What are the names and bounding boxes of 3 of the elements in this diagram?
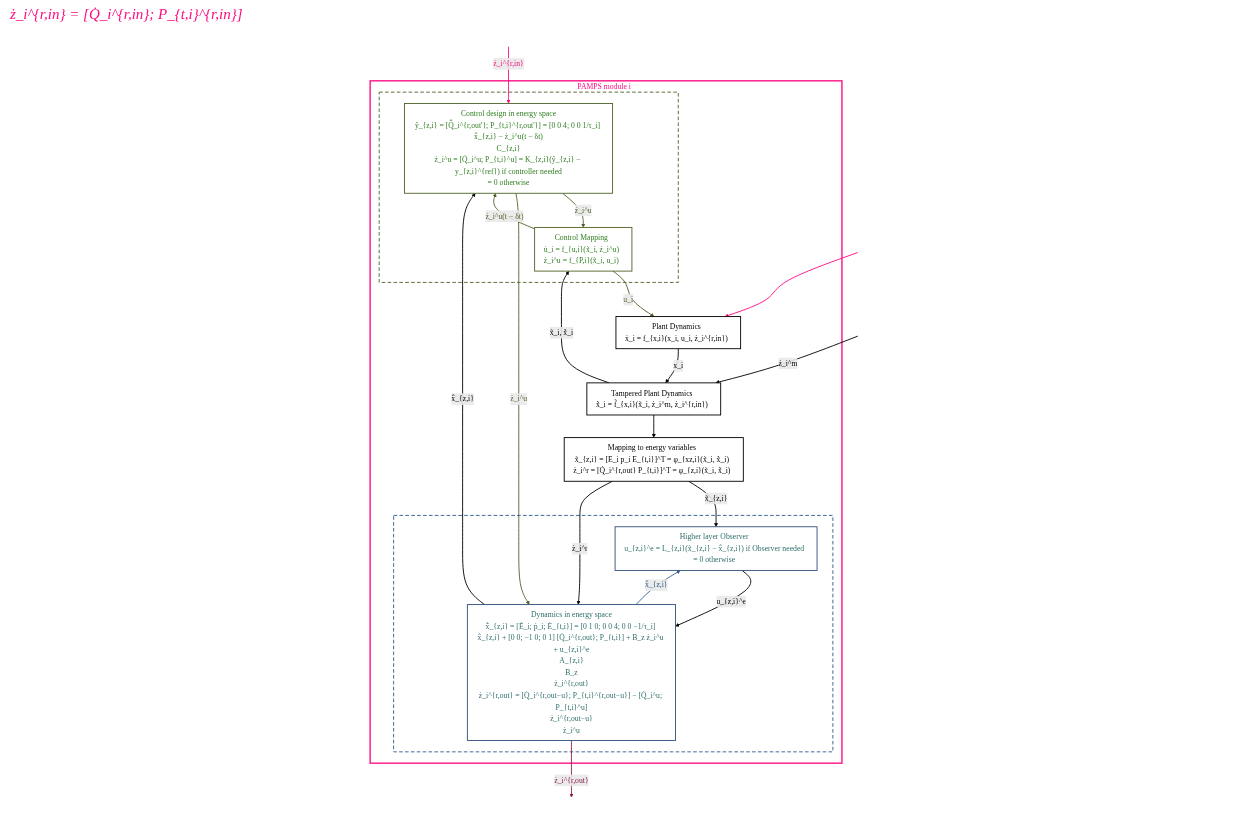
cluster: [393, 515, 834, 753]
cluster: [378, 91, 679, 283]
equation-text: ż_i^{r,in} = [Q̇_i^{r,in}; P_{t,i}^{r,in}]: [10, 6, 243, 23]
